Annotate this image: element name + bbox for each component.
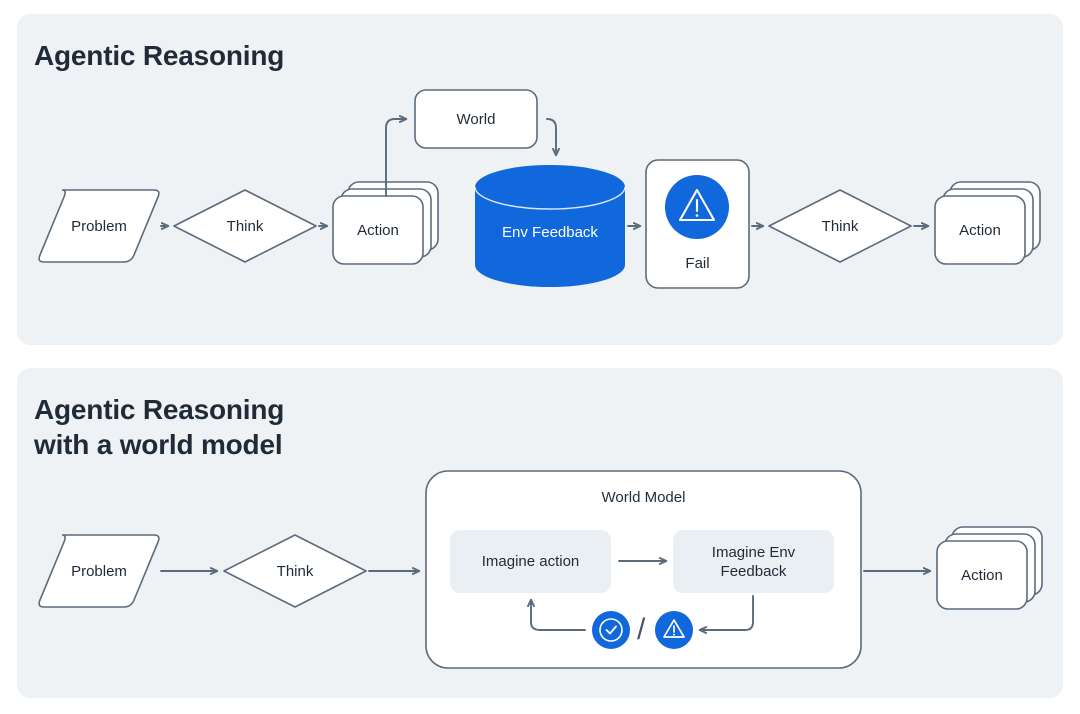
panel-agentic-reasoning: Agentic Reasoning (17, 14, 1063, 345)
panel-agentic-reasoning-world-model: Agentic Reasoning with a world model (17, 368, 1063, 698)
outcome-separator: / (637, 613, 646, 646)
panel-title-agentic-reasoning: Agentic Reasoning (34, 40, 285, 71)
panel-title-agentic-reasoning-world-model: Agentic Reasoning with a world model (34, 394, 285, 460)
